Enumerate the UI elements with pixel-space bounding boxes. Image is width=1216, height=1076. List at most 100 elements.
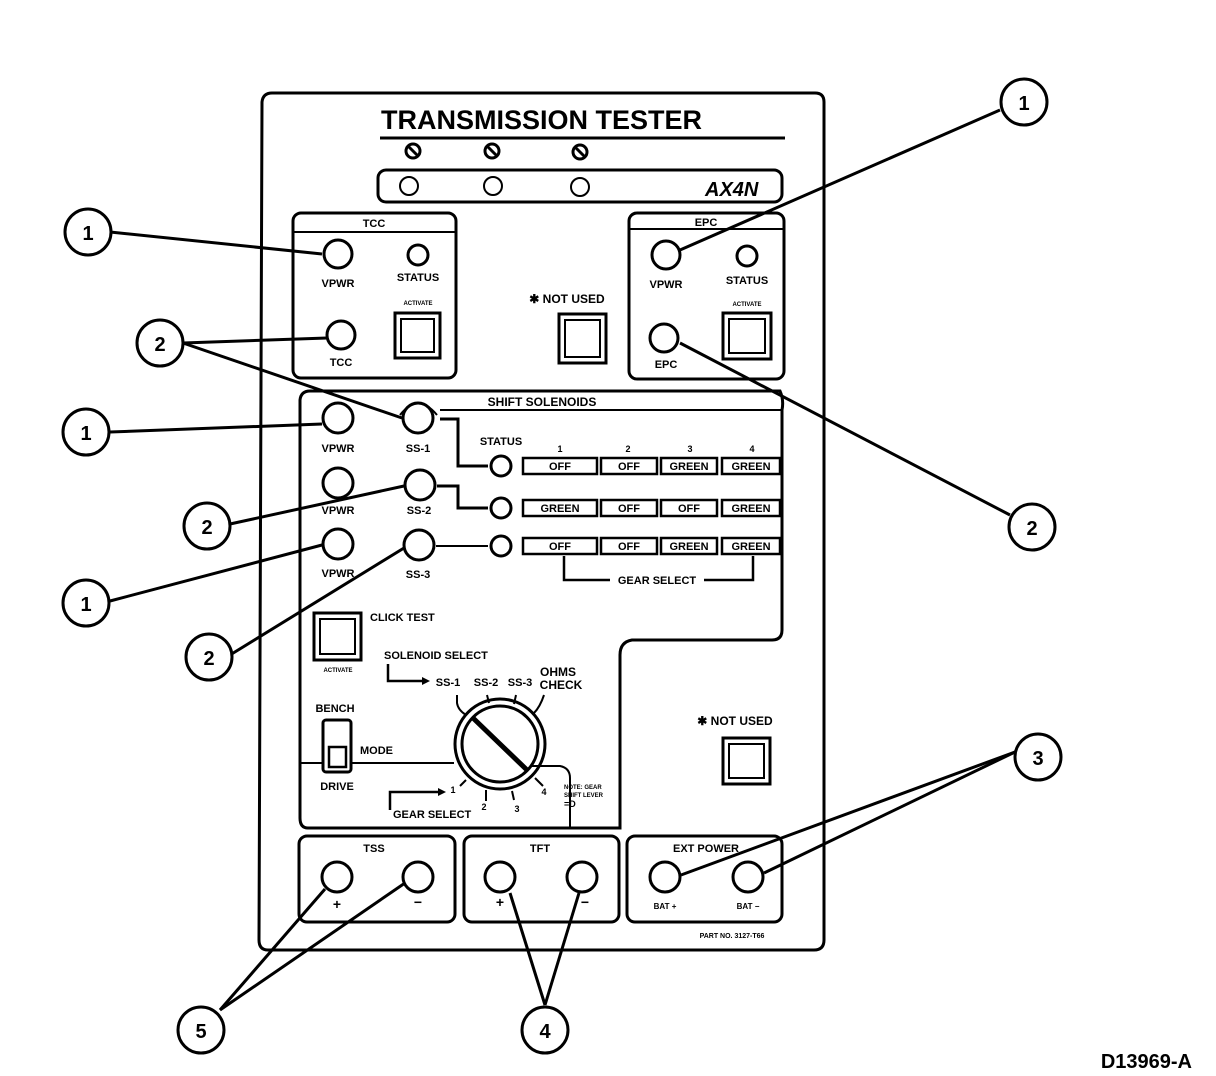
svg-text:5: 5	[195, 1021, 206, 1043]
solenoid-row-ss2: VPWR SS-2 GREEN OFF OFF GREEN	[321, 466, 782, 520]
epc-header: EPC	[695, 217, 718, 229]
tcc-jack[interactable]	[325, 319, 357, 351]
ext-power-header: EXT POWER	[673, 843, 739, 855]
ohms-check-label-2[interactable]: CHECK	[540, 678, 583, 692]
tss-plus-label: +	[333, 896, 341, 912]
gear-select-bracket-right	[704, 556, 755, 582]
bat-plus-label: BAT +	[654, 902, 677, 911]
tft-minus-label: −	[581, 894, 589, 910]
solenoid-pos-ss3[interactable]: SS-3	[508, 677, 532, 689]
tft-minus-jack[interactable]	[565, 860, 599, 894]
epc-activate-button-inner	[728, 318, 766, 354]
tcc-jack-label: TCC	[330, 357, 353, 369]
tft-box	[462, 834, 621, 924]
ss2-vpwr-jack[interactable]	[321, 466, 355, 500]
ss2-gear3-state: OFF	[678, 503, 700, 515]
tft-plus-jack[interactable]	[483, 860, 517, 894]
epc-status-led	[735, 244, 759, 268]
ss3-jack[interactable]	[402, 528, 436, 562]
ss3-gear3-state: GREEN	[669, 541, 708, 553]
ss2-gear4-cell	[720, 498, 782, 518]
arrow-right-icon	[422, 677, 430, 685]
ss2-jack[interactable]	[403, 468, 437, 502]
tcc-activate-label: ACTIVATE	[403, 301, 432, 307]
tcc-activate-button[interactable]	[393, 311, 442, 360]
ss1-vpwr-label: VPWR	[322, 443, 355, 455]
panel-title: TRANSMISSION TESTER	[381, 105, 702, 135]
top-indicator-symbols	[404, 142, 589, 161]
ss1-status-led	[489, 454, 513, 478]
epc-jack-label: EPC	[655, 359, 678, 371]
gear-pos-2[interactable]: 2	[481, 802, 486, 812]
ss3-vpwr-jack[interactable]	[321, 527, 355, 561]
ss3-gear2-state: OFF	[618, 541, 640, 553]
tcc-vpwr-jack[interactable]	[322, 238, 354, 270]
epc-activate-button[interactable]	[721, 311, 773, 361]
gear-dial-tick-marks	[459, 777, 544, 801]
rotary-selector-dial[interactable]	[453, 697, 547, 791]
epc-vpwr-jack[interactable]	[650, 239, 682, 271]
shift-solenoids-section-outline	[298, 389, 785, 830]
mode-switch-handle[interactable]	[327, 745, 348, 769]
gear-header-3: 3	[687, 444, 692, 454]
svg-text:2: 2	[154, 334, 165, 356]
click-test-button[interactable]	[312, 611, 363, 662]
callout-2-epc: 2	[1007, 502, 1057, 552]
prohibited-icon	[404, 142, 422, 160]
tss-plus-jack[interactable]	[320, 860, 354, 894]
bat-plus-jack[interactable]	[648, 860, 682, 894]
callout-2-ss3: 2	[184, 632, 234, 682]
arrow-right-icon	[438, 788, 446, 796]
not-used-button-top[interactable]	[557, 312, 608, 365]
gear-header-2: 2	[625, 444, 630, 454]
callout-1-ss3-vpwr: 1	[61, 578, 111, 628]
mode-label: MODE	[360, 745, 393, 757]
solenoid-select-arrow	[386, 664, 422, 683]
epc-jack[interactable]	[648, 322, 680, 354]
mode-bench-label: BENCH	[315, 703, 354, 715]
shift-status-label: STATUS	[480, 436, 522, 448]
tss-minus-jack[interactable]	[401, 860, 435, 894]
gear-select-bracket-left	[562, 556, 610, 582]
epc-vpwr-label: VPWR	[650, 279, 683, 291]
solenoid-select-label: SOLENOID SELECT	[384, 650, 488, 662]
solenoid-pos-ss1[interactable]: SS-1	[436, 677, 460, 689]
ss2-gear1-state: GREEN	[540, 503, 579, 515]
jack-1[interactable]	[399, 176, 419, 196]
mode-switch[interactable]	[321, 718, 353, 774]
callout-1-tcc-vpwr: 1	[63, 207, 113, 257]
callout-4-tft: 4	[520, 1005, 570, 1055]
svg-text:2: 2	[201, 517, 212, 539]
ss3-gear4-state: GREEN	[731, 541, 770, 553]
ss1-gear2-state: OFF	[618, 461, 640, 473]
tcc-activate-button-inner	[400, 318, 435, 353]
jack-2[interactable]	[483, 176, 503, 196]
svg-text:4: 4	[539, 1021, 551, 1043]
ss1-gear1-cell	[521, 456, 599, 476]
jack-3[interactable]	[570, 177, 590, 197]
not-used-button-bottom[interactable]	[721, 736, 772, 786]
ss1-vpwr-jack[interactable]	[321, 401, 355, 435]
gear-pos-4[interactable]: 4	[541, 787, 546, 797]
ss1-gear4-state: GREEN	[731, 461, 770, 473]
callout-5-tss: 5	[176, 1005, 226, 1055]
svg-text:3: 3	[1032, 748, 1043, 770]
gear-pos-1[interactable]: 1	[450, 785, 455, 795]
ss2-status-led	[489, 496, 513, 520]
ss1-gear4-cell	[720, 456, 782, 476]
gear-pos-3[interactable]: 3	[514, 804, 519, 814]
gear-note-line-3: =D	[564, 799, 576, 809]
ss2-label: SS-2	[407, 505, 431, 517]
bat-minus-jack[interactable]	[731, 860, 765, 894]
ss1-wire	[440, 417, 488, 468]
tss-box	[297, 834, 457, 924]
solenoid-pos-ss2[interactable]: SS-2	[474, 677, 498, 689]
svg-text:2: 2	[203, 648, 214, 670]
svg-text:1: 1	[80, 594, 91, 616]
figure-id: D13969-A	[1101, 1051, 1192, 1073]
ss3-label: SS-3	[406, 569, 430, 581]
ss3-gear4-cell	[720, 536, 782, 556]
tcc-status-label: STATUS	[397, 272, 439, 284]
ohms-check-label-1[interactable]: OHMS	[540, 665, 576, 679]
